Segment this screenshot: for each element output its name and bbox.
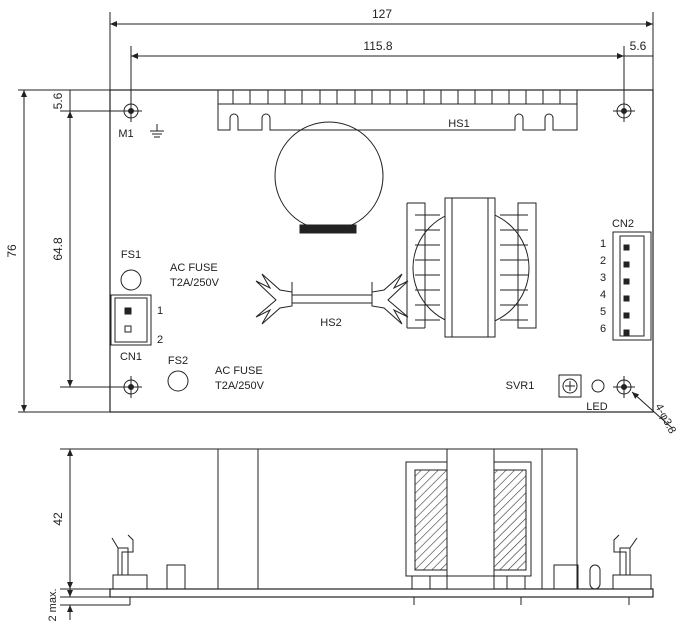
dim-hole-spacing-x: 115.8 bbox=[363, 39, 392, 53]
mount-hole-bottom-left bbox=[120, 376, 142, 398]
cn1-pin-label: 1 bbox=[157, 305, 163, 317]
dim-overall-height: 76 bbox=[5, 244, 19, 258]
pcb-outline-side bbox=[109, 588, 654, 598]
dim-component-height: 42 bbox=[51, 512, 65, 526]
led-side bbox=[589, 564, 601, 590]
heatsink-hs1 bbox=[217, 90, 578, 131]
connector-cn2-side bbox=[612, 534, 652, 590]
label-hs1: HS1 bbox=[448, 118, 469, 130]
cn1-pin-label: 2 bbox=[157, 334, 163, 346]
transformer-top bbox=[406, 197, 537, 338]
mount-hole-bottom-right bbox=[613, 376, 635, 398]
label-cn1: CN1 bbox=[120, 351, 142, 363]
dim-pin-clearance: 2 max. bbox=[47, 588, 59, 621]
fuse-fs1 bbox=[120, 269, 142, 291]
trimmer-svr1 bbox=[558, 374, 582, 398]
pcb-outline-top bbox=[109, 89, 654, 413]
cn2-pin-label: 2 bbox=[600, 255, 606, 267]
fuse2-rating-line1: AC FUSE bbox=[215, 365, 263, 377]
dim-edge-offset-y: 5.6 bbox=[51, 92, 65, 109]
ground-icon bbox=[150, 124, 164, 138]
heatsink-hs1-side bbox=[217, 448, 578, 590]
solder-pins bbox=[129, 597, 630, 605]
fuse2-rating-line2: T2A/250V bbox=[215, 380, 265, 392]
led-indicator bbox=[591, 379, 605, 393]
dim-mount-hole: 4-φ3.8 bbox=[652, 402, 678, 436]
label-svr1: SVR1 bbox=[506, 380, 535, 392]
dim-edge-offset-x: 5.6 bbox=[630, 39, 647, 53]
fuse-fs2 bbox=[167, 370, 189, 392]
label-fs1: FS1 bbox=[121, 249, 141, 261]
mount-hole-top-left bbox=[120, 100, 142, 122]
mount-hole-leader bbox=[631, 391, 673, 429]
connector-cn1-side bbox=[111, 534, 148, 590]
cn2-pin-label: 4 bbox=[600, 289, 606, 301]
label-m1: M1 bbox=[118, 128, 133, 140]
fuse-fs2-side bbox=[166, 564, 186, 590]
cn2-pin-label: 6 bbox=[600, 323, 606, 335]
connector-cn1 bbox=[110, 294, 152, 346]
heatsink-hs2 bbox=[255, 273, 409, 325]
fuse1-rating-line2: T2A/250V bbox=[170, 277, 220, 289]
dim-overall-width: 127 bbox=[372, 7, 392, 21]
label-hs2: HS2 bbox=[320, 317, 341, 329]
dim-hole-spacing-y: 64.8 bbox=[51, 237, 65, 261]
cn2-pin-label: 1 bbox=[600, 238, 606, 250]
fuse1-rating-line1: AC FUSE bbox=[170, 262, 218, 274]
label-led: LED bbox=[586, 401, 607, 413]
transformer-side bbox=[405, 448, 532, 590]
label-fs2: FS2 bbox=[168, 355, 188, 367]
capacitor bbox=[274, 121, 384, 234]
heatsink-hs1-fins bbox=[218, 90, 577, 105]
cn2-pin-label: 5 bbox=[600, 306, 606, 318]
mount-hole-top-right bbox=[613, 100, 635, 122]
trimmer-svr1-side bbox=[553, 564, 579, 590]
connector-cn2 bbox=[612, 231, 652, 341]
cn2-pin-label: 3 bbox=[600, 272, 606, 284]
label-cn2: CN2 bbox=[612, 218, 634, 230]
